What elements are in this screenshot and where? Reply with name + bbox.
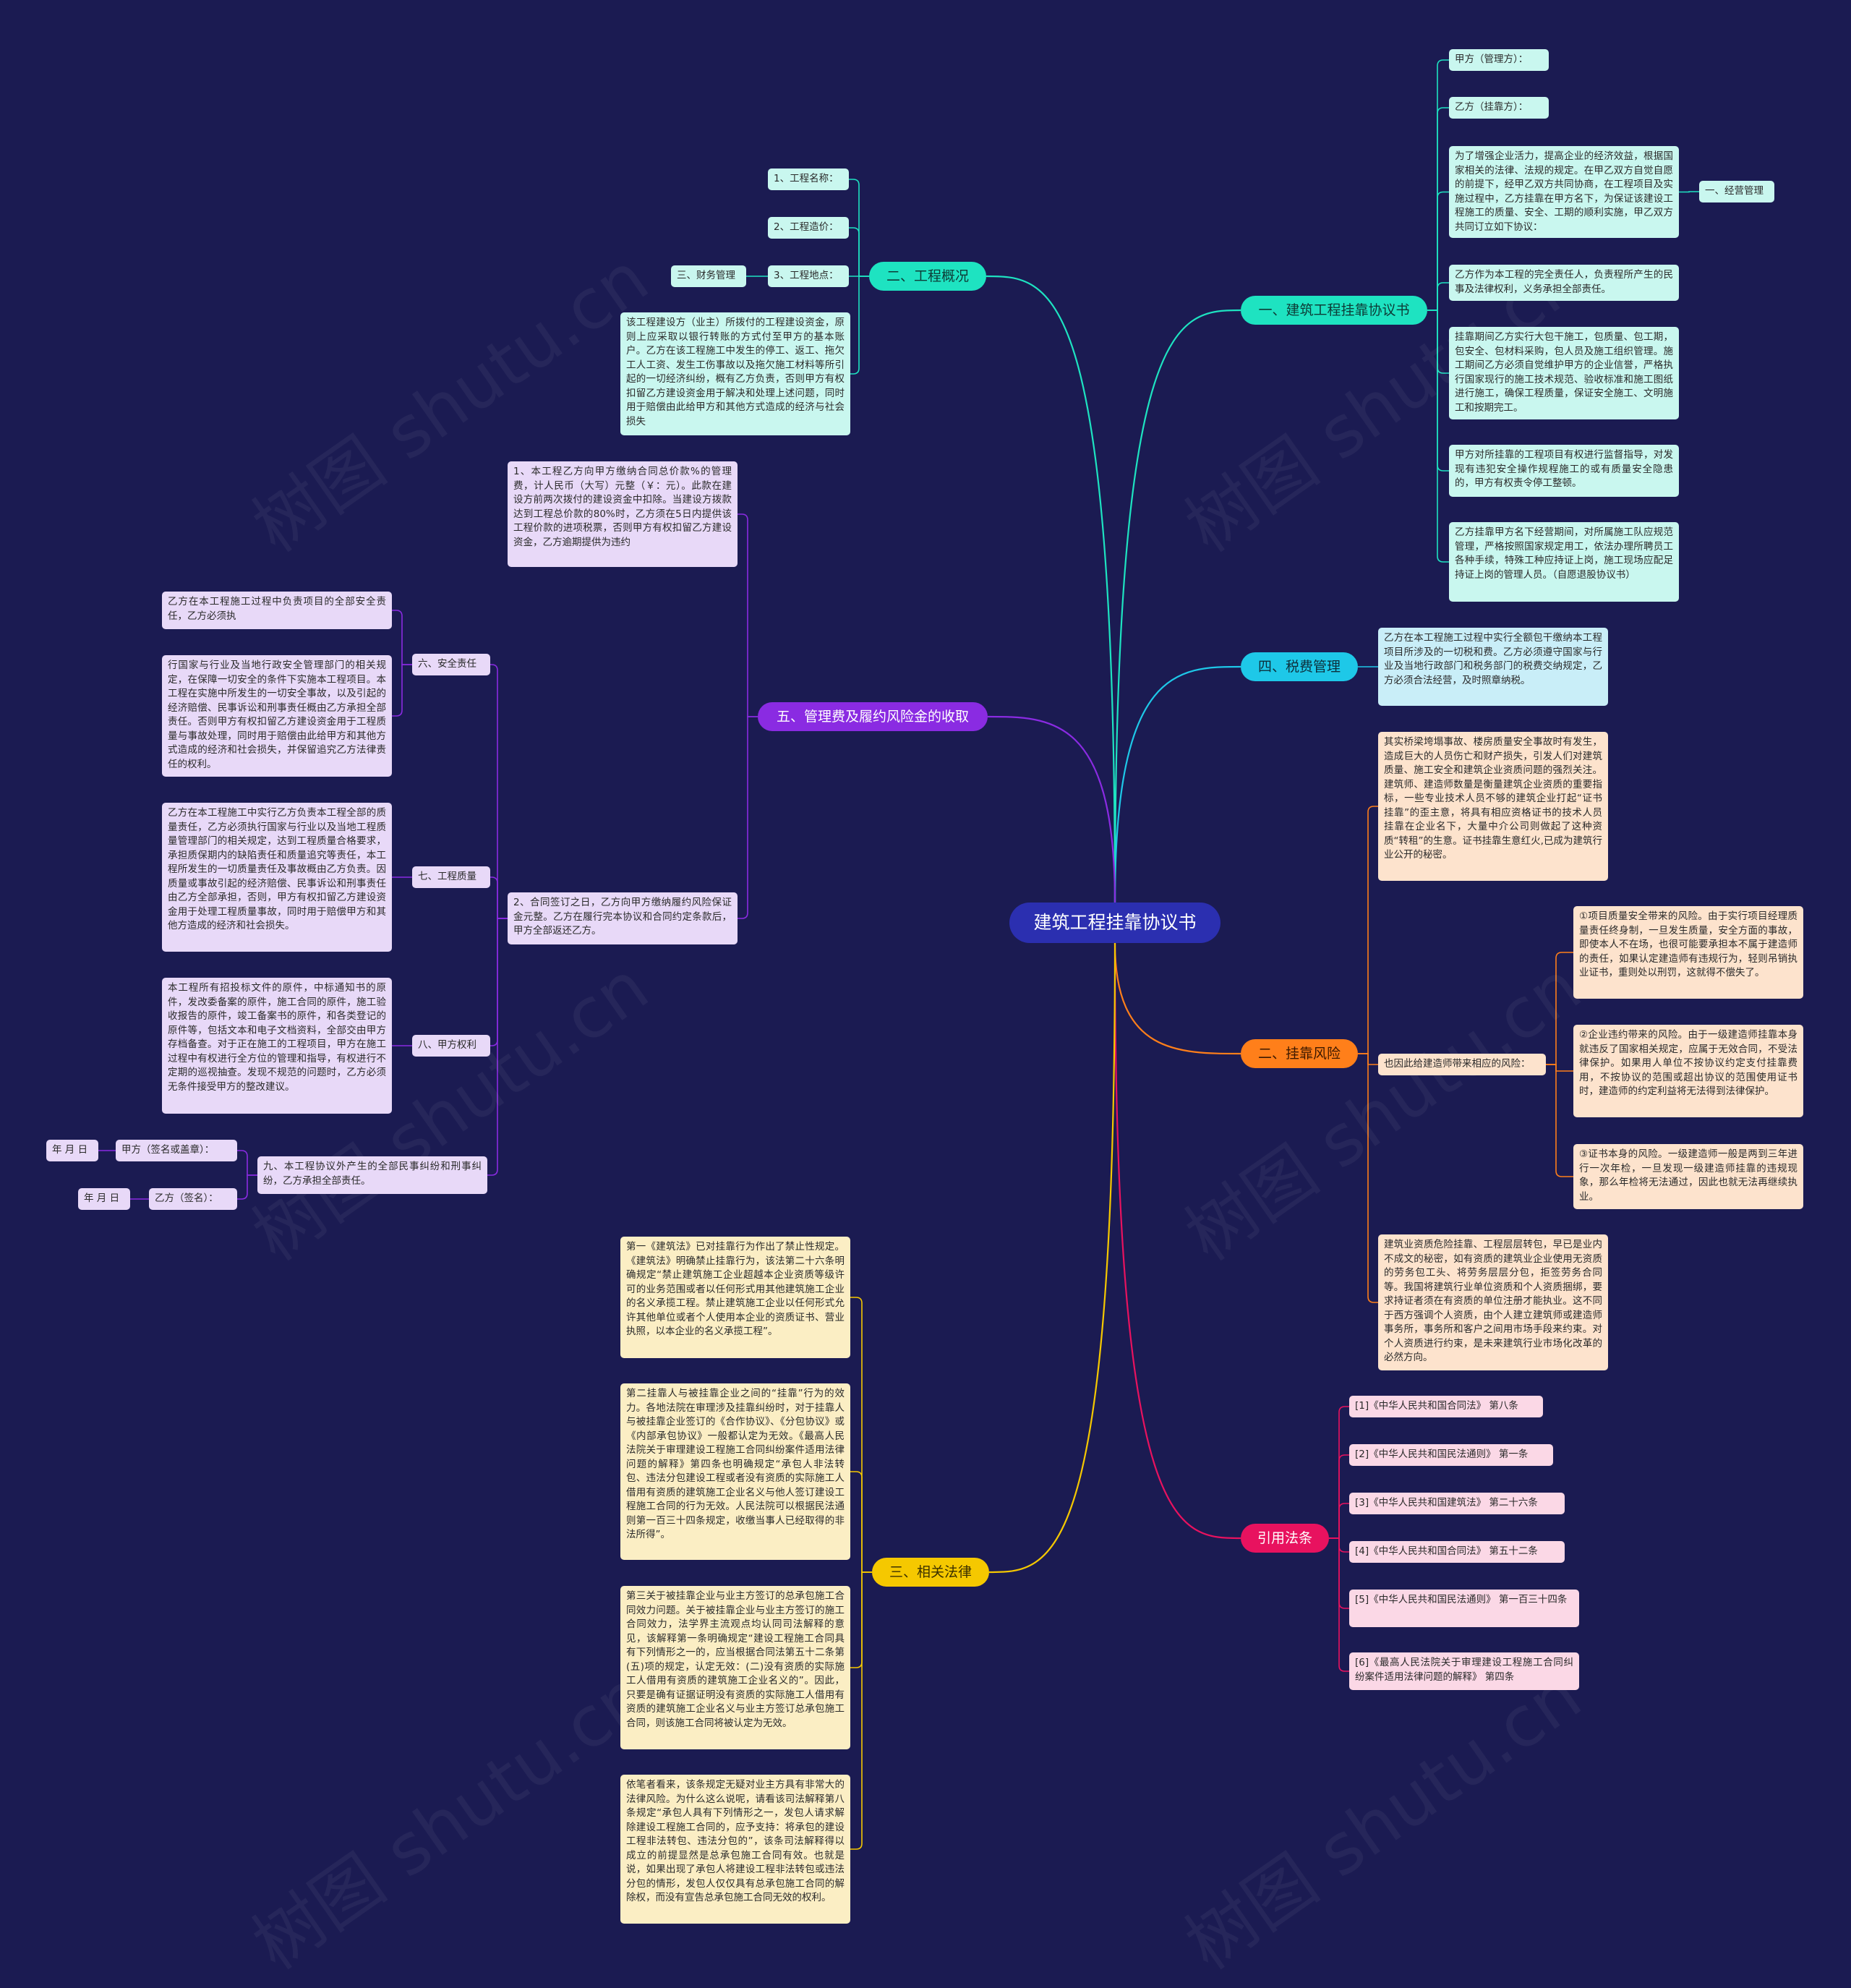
branch-tax[interactable]: 四、税费管理 (1241, 652, 1358, 681)
connector (1546, 1064, 1573, 1072)
safety-clause-2[interactable]: 行国家与行业及当地行政安全管理部门的相关规定，在保障一切安全的条件下实施本工程项… (162, 655, 392, 777)
law-analysis-3[interactable]: 第三关于被挂靠企业与业主方签订的总承包施工合同效力问题。关于被挂靠企业与业主方签… (620, 1586, 850, 1749)
connector (850, 276, 869, 375)
connector (1329, 1537, 1349, 1672)
connector (392, 610, 412, 665)
dispute-clause[interactable]: 九、本工程协议外产生的全部民事纠纷和刑事纠纷，乙方承担全部责任。 (257, 1156, 487, 1194)
connector (986, 275, 1116, 903)
connector (849, 179, 869, 277)
rights-clause[interactable]: 本工程所有招投标文件的原件，中标通知书的原件，发改委备案的原件，施工合同的原件，… (162, 978, 392, 1114)
safety-responsibility[interactable]: 六、安全责任 (412, 654, 490, 675)
connector (1358, 1053, 1378, 1303)
connector (850, 1297, 872, 1573)
management-fee-clause[interactable]: 1、本工程乙方向甲方缴纳合同总价款%的管理费，计人民币（大写）元整（￥：元）。此… (508, 461, 738, 567)
law-ref-5[interactable]: [5]《中华人民共和国民法通则》 第一百三十四条 (1349, 1590, 1579, 1627)
agreement-intro[interactable]: 为了增强企业活力，提高企业的经济效益，根据国家相关的法律、法规的规定。在甲乙双方… (1449, 146, 1679, 238)
connector (850, 1471, 872, 1573)
connector (490, 876, 508, 919)
party-b-label[interactable]: 乙方（挂靠方）： (1449, 97, 1549, 119)
party-a-signature[interactable]: 甲方（签名或盖章）： (116, 1140, 237, 1161)
project-cost[interactable]: 2、工程造价： (768, 217, 849, 239)
connector (392, 664, 412, 717)
branch-related-law[interactable]: 三、相关法律 (872, 1558, 989, 1587)
connector (738, 716, 758, 919)
tax-clause[interactable]: 乙方在本工程施工过程中实行全额包干缴纳本工程项目所涉及的一切税和费。乙方必须遵守… (1378, 628, 1608, 706)
financial-management[interactable]: 三、财务管理 (671, 265, 746, 287)
business-management[interactable]: 一、经营管理 (1699, 181, 1774, 202)
party-a-date[interactable]: 年 月 日 (46, 1140, 98, 1161)
branch-agreement[interactable]: 一、建筑工程挂靠协议书 (1241, 296, 1427, 325)
branch-risk[interactable]: 二、挂靠风险 (1241, 1039, 1358, 1068)
connector (1329, 1454, 1349, 1539)
connector (1546, 952, 1573, 1065)
law-ref-2[interactable]: [2]《中华人民共和国民法通则》 第一条 (1349, 1444, 1553, 1466)
party-b-date[interactable]: 年 月 日 (78, 1188, 130, 1210)
architect-risk[interactable]: 也因此给建造师带来相应的风险： (1378, 1054, 1546, 1075)
connector (850, 1571, 872, 1850)
supervision-clause[interactable]: 甲方对所挂靠的工程项目有权进行监督指导，对发现有违犯安全操作规程施工的或有质量安… (1449, 445, 1679, 497)
risk-outro[interactable]: 建筑业资质危险挂靠、工程层层转包，早已是业内不成文的秘密，如有资质的建筑业企业使… (1378, 1234, 1608, 1370)
safety-clause-1[interactable]: 乙方在本工程施工过程中负责项目的全部安全责任，乙方必须执 (162, 592, 392, 629)
party-a-label[interactable]: 甲方（管理方）： (1449, 49, 1549, 71)
connector (738, 513, 758, 717)
connector (1329, 1503, 1349, 1539)
connector (1113, 309, 1241, 903)
connector (988, 942, 1116, 1574)
connector (237, 1150, 257, 1176)
connector (1427, 310, 1449, 374)
connector (1427, 310, 1449, 563)
connector (1427, 310, 1449, 472)
law-ref-6[interactable]: [6]《最高人民法院关于审理建设工程施工合同纠纷案件适用法律问题的解释》 第四条 (1349, 1652, 1579, 1690)
law-analysis-1[interactable]: 第一《建筑法》已对挂靠行为作出了禁止性规定。《建筑法》明确禁止挂靠行为，该法第二… (620, 1237, 850, 1358)
responsibility-clause[interactable]: 乙方作为本工程的完全责任人，负责程所产生的民事及法律权利，义务承担全部责任。 (1449, 265, 1679, 301)
connector (1427, 191, 1449, 311)
connector (487, 918, 508, 1176)
risk-certificate[interactable]: ③证书本身的风险。一级建造师一般是两到三年进行一次年检，一旦发现一级建造师挂靠的… (1573, 1144, 1803, 1209)
contracting-clause[interactable]: 挂靠期间乙方实行大包干施工，包质量、包工期，包安全、包材料采购，包人员及施工组织… (1449, 327, 1679, 419)
project-site[interactable]: 3、工程地点： (768, 265, 849, 287)
law-ref-4[interactable]: [4]《中华人民共和国合同法》 第五十二条 (1349, 1541, 1565, 1563)
engineering-quality[interactable]: 七、工程质量 (412, 866, 490, 888)
law-analysis-2[interactable]: 第二挂靠人与被挂靠企业之间的“挂靠”行为的效力。各地法院在审理涉及挂靠纠纷时，对… (620, 1383, 850, 1560)
connector (850, 1571, 872, 1668)
connector (1329, 1406, 1349, 1539)
party-a-rights[interactable]: 八、甲方权利 (412, 1035, 490, 1057)
law-ref-3[interactable]: [3]《中华人民共和国建筑法》 第二十六条 (1349, 1493, 1565, 1514)
quality-clause[interactable]: 乙方在本工程施工中实行乙方负责本工程全部的质量责任，乙方必须执行国家与行业以及当… (162, 803, 392, 952)
connector (490, 664, 508, 919)
naming-clause[interactable]: 乙方挂靠甲方名下经营期间，对所属施工队应规范管理，严格按照国家规定用工，依法办理… (1449, 522, 1679, 602)
law-ref-1[interactable]: [1]《中华人民共和国合同法》 第八条 (1349, 1396, 1543, 1417)
risk-quality-safety[interactable]: ①项目质量安全带来的风险。由于实行项目经理质量责任终身制，一旦发生质量，安全方面… (1573, 906, 1803, 999)
funding-clause[interactable]: 该工程建设方（业主）所拨付的工程建设资金，原则上应采取以银行转账的方式付至甲方的… (620, 312, 850, 435)
root-topic[interactable]: 建筑工程挂靠协议书 (1009, 903, 1221, 943)
connector (987, 715, 1116, 903)
connector (237, 1174, 257, 1200)
connector (1113, 942, 1241, 1055)
branch-fees[interactable]: 五、管理费及履约风险金的收取 (758, 702, 988, 731)
branch-overview[interactable]: 二、工程概况 (869, 262, 986, 291)
connector (1427, 282, 1449, 311)
connector (1546, 1064, 1573, 1177)
project-name[interactable]: 1、工程名称： (768, 168, 849, 190)
connector (490, 918, 508, 1046)
connector (849, 227, 869, 277)
party-b-signature[interactable]: 乙方（签名）： (149, 1188, 237, 1210)
connector (1113, 942, 1241, 1540)
connector (1113, 665, 1241, 903)
risk-intro[interactable]: 其实桥梁垮塌事故、楼房质量安全事故时有发生，造成巨大的人员伤亡和财产损失，引发人… (1378, 732, 1608, 881)
connector (1427, 107, 1449, 311)
risk-enterprise-breach[interactable]: ②企业违约带来的风险。由于一级建造师挂靠本身就违反了国家相关规定，应属于无效合同… (1573, 1025, 1803, 1117)
connector (1427, 59, 1449, 311)
branch-laws-cited[interactable]: 引用法条 (1241, 1524, 1329, 1553)
performance-deposit-clause[interactable]: 2、合同签订之日，乙方向甲方缴纳履约风险保证金元整。乙方在履行完本协议和合同约定… (508, 892, 738, 944)
law-analysis-4[interactable]: 依笔者看来，该条规定无疑对业主方具有非常大的法律风险。为什么这么说呢，请看该司法… (620, 1775, 850, 1924)
connector (1358, 806, 1378, 1054)
